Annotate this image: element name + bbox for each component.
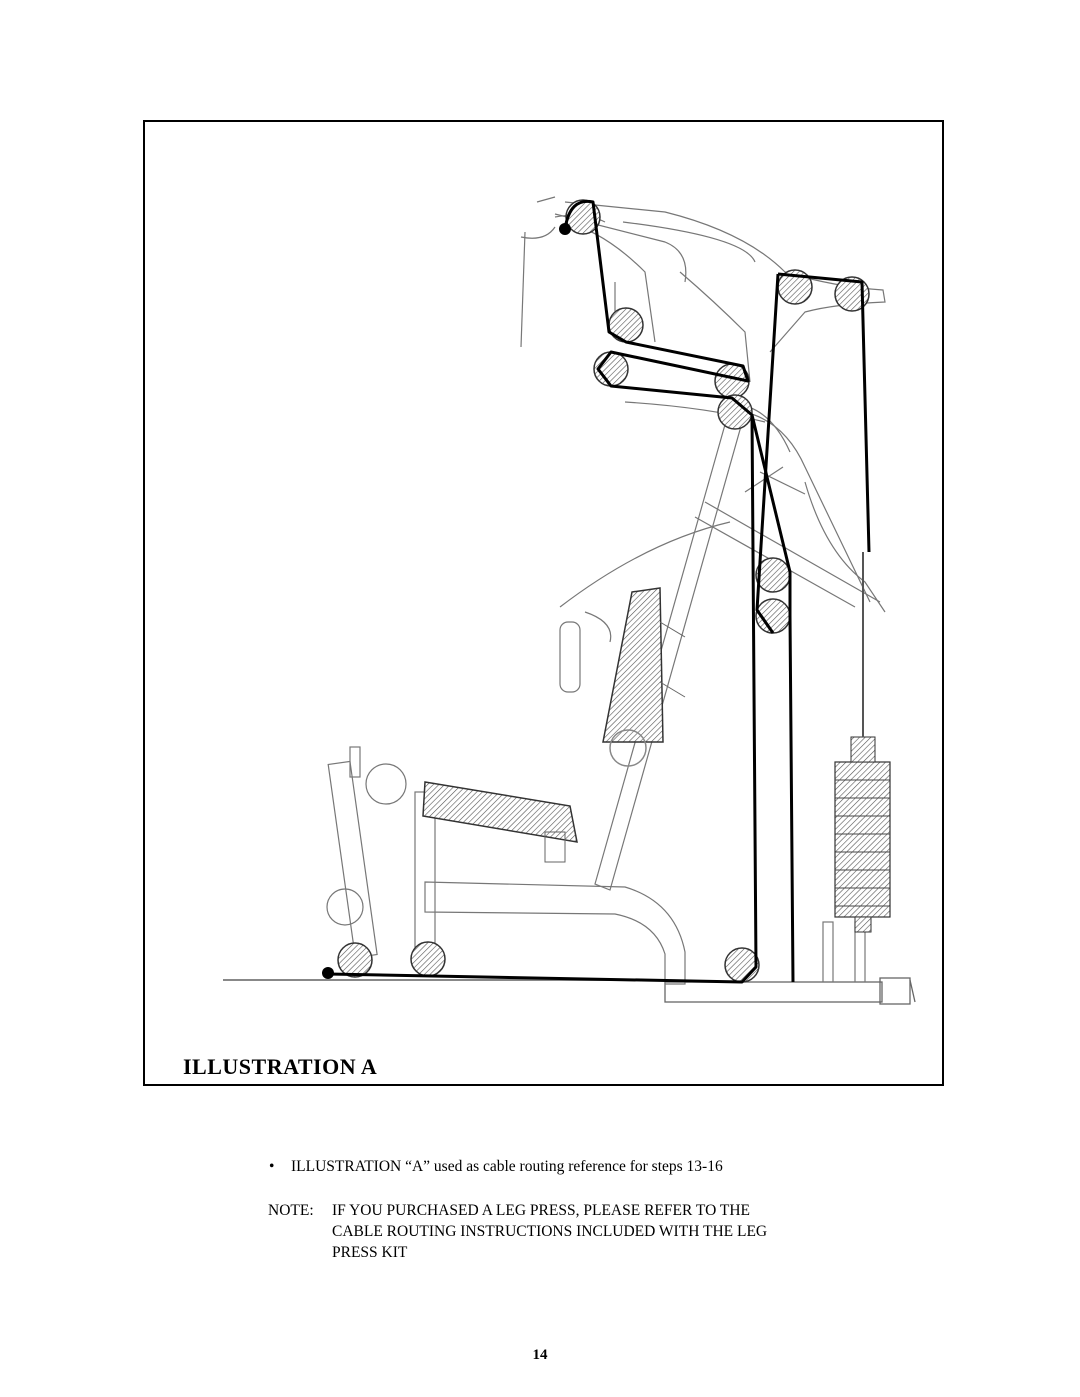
note-text: IF YOU PURCHASED A LEG PRESS, PLEASE REF… xyxy=(332,1200,852,1263)
cable-routing-diagram xyxy=(223,196,916,1005)
caption-line: • ILLUSTRATION “A” used as cable routing … xyxy=(269,1158,723,1176)
page-number: 14 xyxy=(532,1347,548,1363)
pulley-top-center xyxy=(608,307,644,343)
back-pad xyxy=(602,587,686,743)
cable-end-ball-top xyxy=(559,223,571,235)
pulley-upper-right-b xyxy=(834,276,870,312)
pulley-back xyxy=(609,729,647,767)
pulley-base-right xyxy=(724,947,760,983)
pulley-lower-upright xyxy=(717,394,753,430)
illustration-title: ILLUSTRATION A xyxy=(183,1054,378,1079)
pulley-base-mid xyxy=(410,941,446,977)
caption-text: ILLUSTRATION “A” used as cable routing r… xyxy=(291,1158,723,1175)
note-line: CABLE ROUTING INSTRUCTIONS INCLUDED WITH… xyxy=(332,1223,768,1240)
pulleys xyxy=(337,199,870,983)
note-line: IF YOU PURCHASED A LEG PRESS, PLEASE REF… xyxy=(332,1202,751,1219)
thigh-pad-roller xyxy=(326,746,407,926)
press-arm xyxy=(559,466,886,693)
pulley-top-left xyxy=(565,199,601,235)
pulley-base-left xyxy=(337,942,373,978)
illustration-frame: ILLUSTRATION A xyxy=(143,120,944,1086)
cable-end-ball-bottom xyxy=(322,967,334,979)
seat-pad xyxy=(422,781,578,863)
note-line: PRESS KIT xyxy=(332,1244,408,1261)
cable xyxy=(327,199,871,984)
base-frame xyxy=(664,977,916,1005)
note-label: NOTE: xyxy=(268,1202,314,1219)
weight-stack xyxy=(834,552,891,933)
bullet-icon: • xyxy=(269,1158,275,1175)
